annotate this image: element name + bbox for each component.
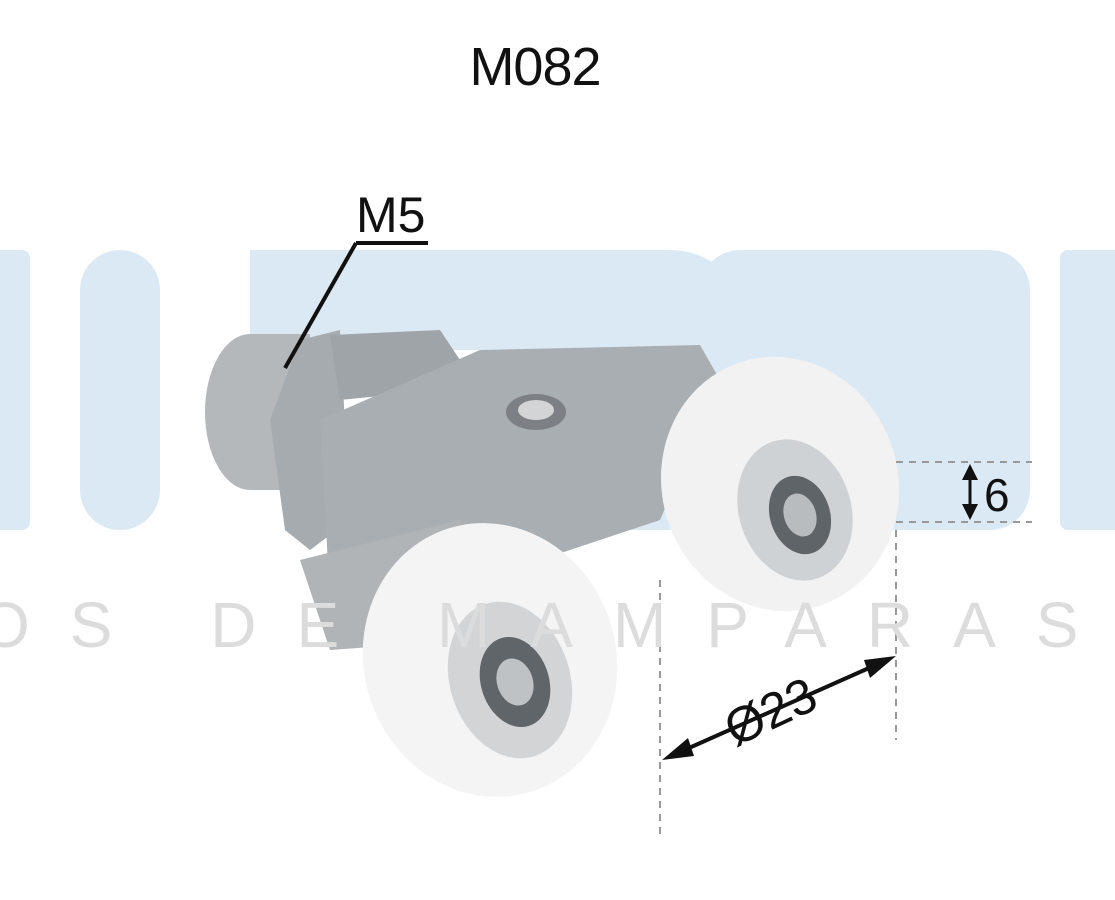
roller-body bbox=[205, 330, 720, 650]
wheel-width-label: 6 bbox=[984, 469, 1010, 521]
width-dimension bbox=[896, 461, 1032, 523]
watermark-text: OS DE MAMPARAS Y CO bbox=[0, 589, 1115, 661]
back-wheel bbox=[661, 356, 899, 612]
diameter-dimension bbox=[659, 530, 897, 838]
m5-leader bbox=[283, 241, 428, 369]
product-code: M082 bbox=[469, 37, 601, 97]
front-wheel bbox=[362, 523, 618, 797]
thread-label: M5 bbox=[356, 187, 426, 243]
